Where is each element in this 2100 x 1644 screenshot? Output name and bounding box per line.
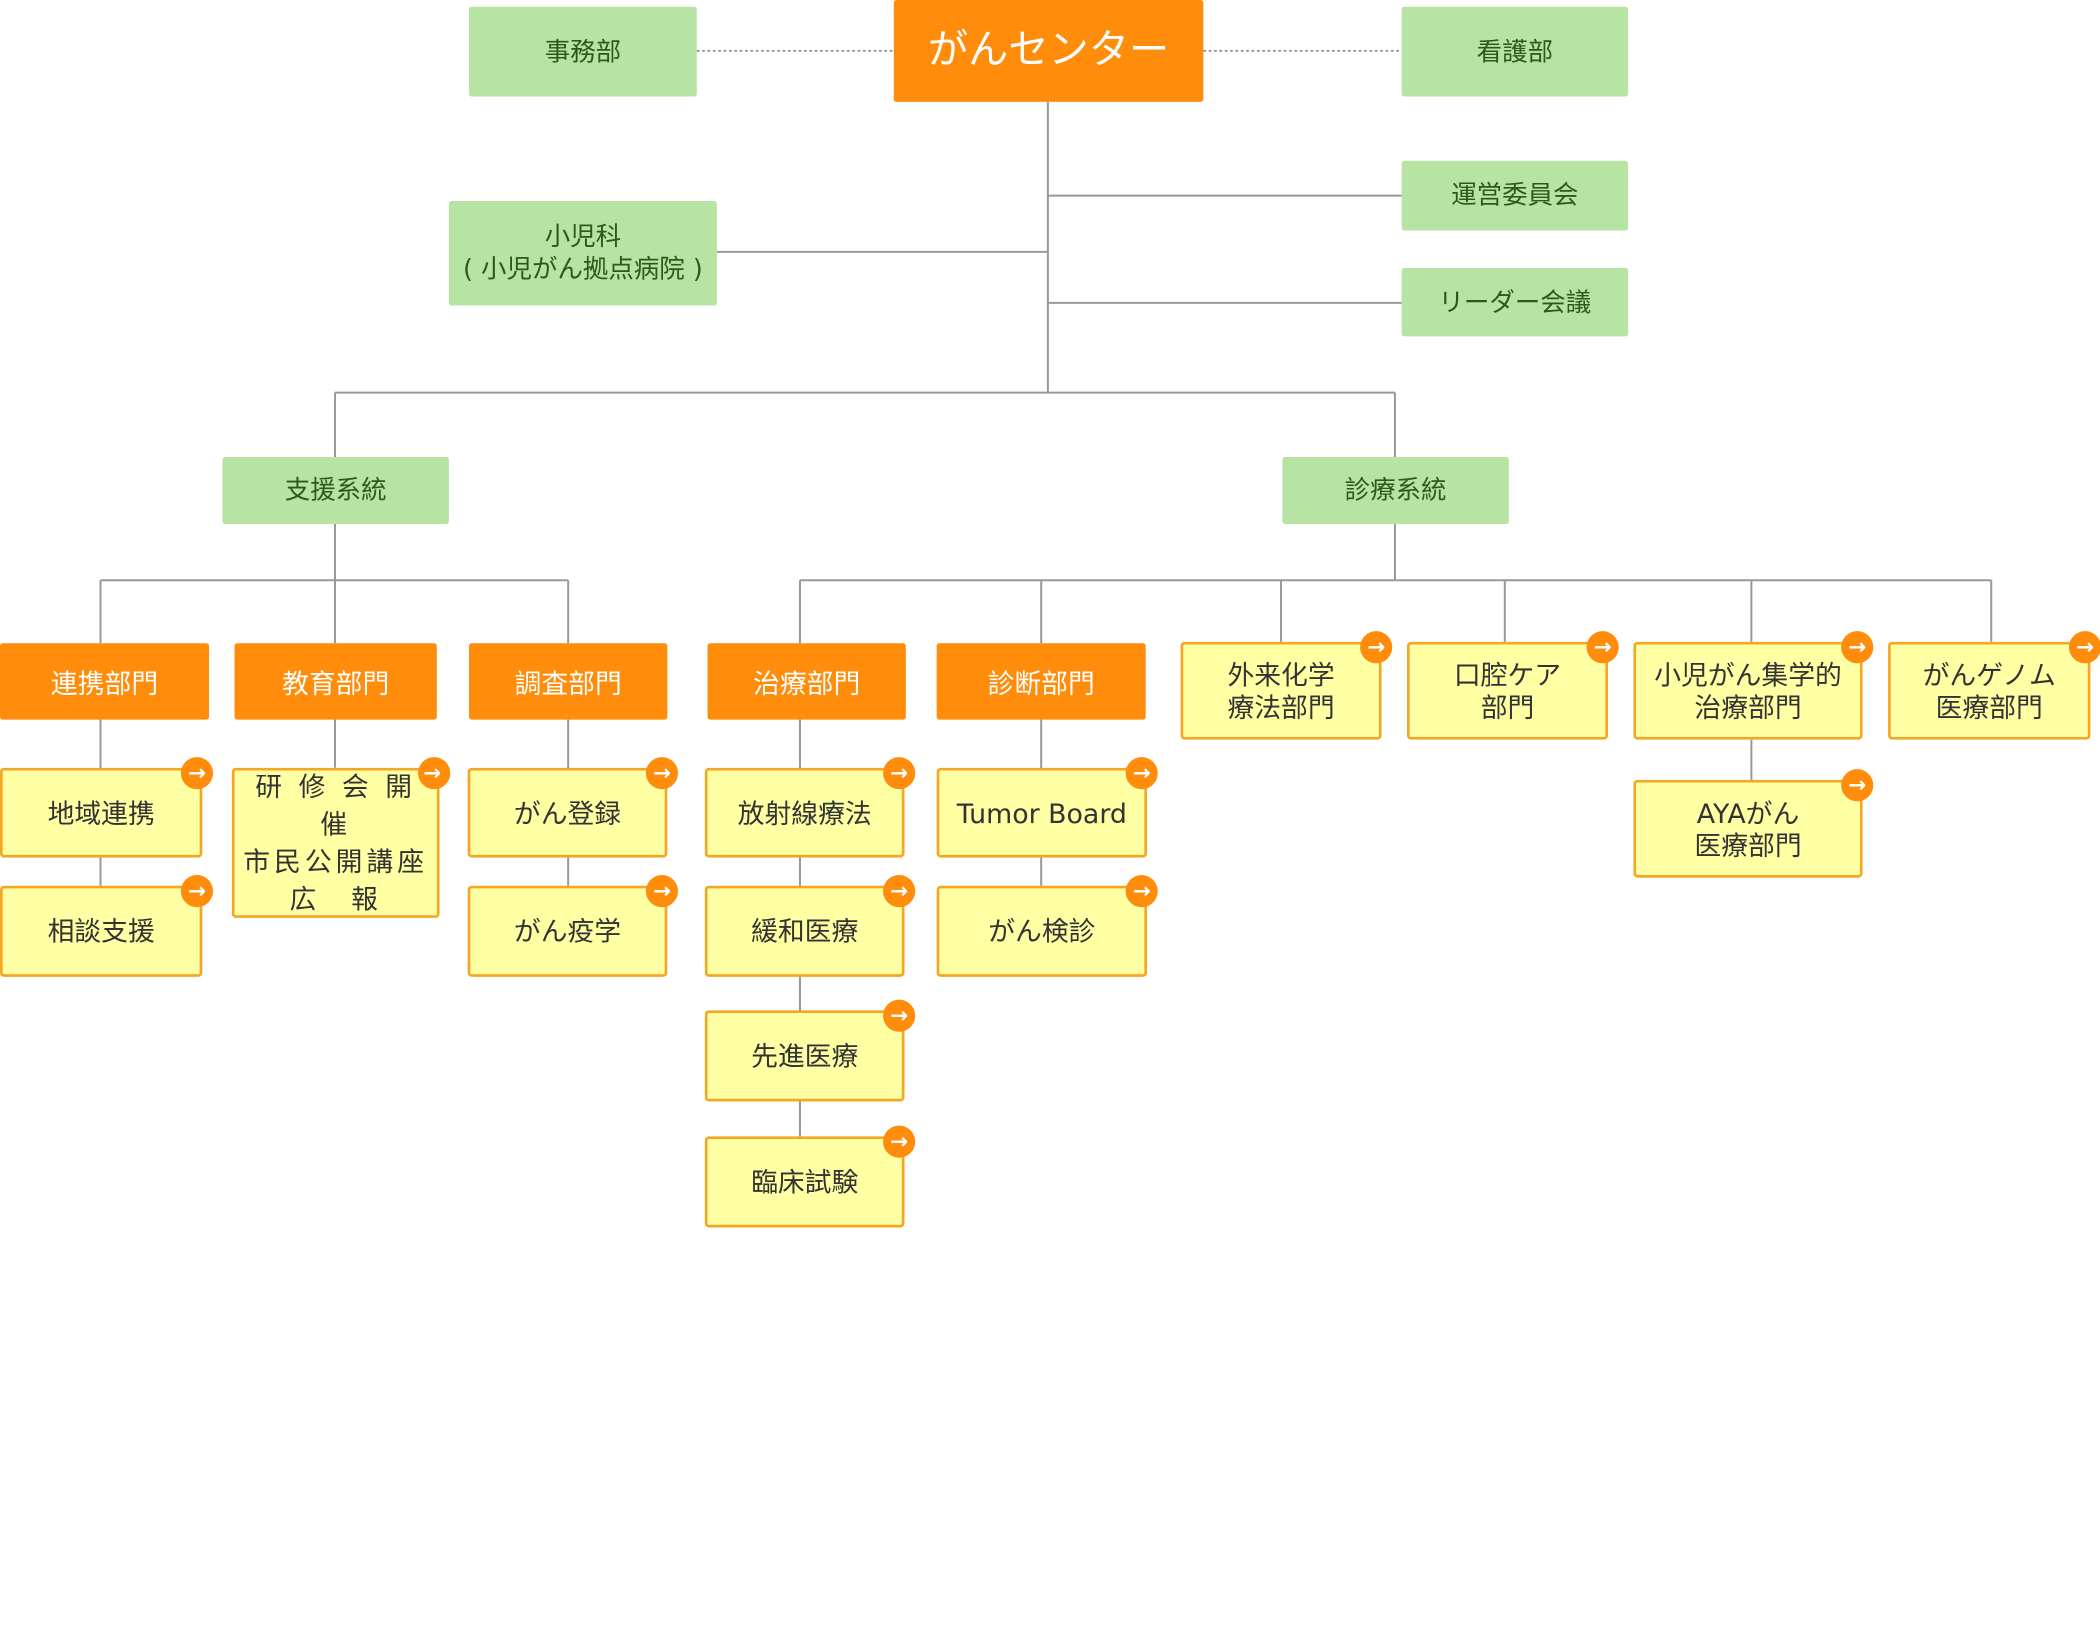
unit-outpatient-chemo[interactable]: 外来化学 療法部門 → [1180, 631, 1393, 740]
unit-gan-toroku[interactable]: がん登録 → [467, 757, 679, 858]
unit-gan-ekigaku[interactable]: がん疫学 → [467, 875, 679, 977]
unit-label: Tumor Board [956, 796, 1127, 829]
unit-cancer-screening[interactable]: がん検診 → [936, 875, 1158, 977]
unit-label: 口腔ケア 部門 [1453, 658, 1562, 723]
unit-label: 相談支援 [47, 915, 155, 948]
chiryo-department: 治療部門 [707, 643, 906, 720]
unit-label: 先進医療 [751, 1039, 859, 1072]
arrow-right-icon[interactable]: → [883, 1125, 916, 1158]
cancer-center: がんセンター [893, 0, 1204, 102]
unit-label: 緩和医療 [751, 915, 859, 948]
unit-label: 臨床試験 [751, 1165, 859, 1198]
connector-lines [99, 49, 1993, 1137]
chosa-department: 調査部門 [469, 643, 668, 720]
unit-radiotherapy[interactable]: 放射線療法 → [704, 757, 916, 858]
steering-committee: 運営委員会 [1401, 160, 1629, 231]
admin-department: 事務部 [469, 6, 697, 97]
unit-palliative-care[interactable]: 緩和医療 → [704, 875, 916, 977]
unit-label: がん検診 [988, 915, 1096, 948]
arrow-right-icon[interactable]: → [418, 757, 451, 790]
arrow-right-icon[interactable]: → [1586, 631, 1619, 664]
support-system: 支援系統 [222, 456, 449, 524]
unit-label: 外来化学 療法部門 [1227, 658, 1335, 723]
arrow-right-icon[interactable]: → [2068, 631, 2100, 664]
unit-chiiki-renkei[interactable]: 地域連携 → [0, 757, 214, 858]
unit-oral-care[interactable]: 口腔ケア 部門 → [1407, 631, 1619, 740]
renkei-department: 連携部門 [0, 643, 210, 720]
unit-pediatric-cancer[interactable]: 小児がん集学的 治療部門→ [1633, 631, 1874, 740]
arrow-right-icon[interactable]: → [883, 875, 916, 908]
kyoiku-department: 教育部門 [234, 643, 437, 720]
unit-label: 地域連携 [47, 796, 155, 829]
unit-sodan-shien[interactable]: 相談支援 → [0, 875, 214, 977]
unit-label: 放射線療法 [737, 796, 872, 829]
arrow-right-icon[interactable]: → [1125, 757, 1158, 790]
nursing-department: 看護部 [1401, 6, 1629, 97]
arrow-right-icon[interactable]: → [1841, 769, 1874, 802]
leader-meeting: リーダー会議 [1401, 268, 1629, 337]
arrow-right-icon[interactable]: → [180, 757, 214, 790]
unit-tumor-board[interactable]: Tumor Board → [936, 757, 1158, 858]
unit-label: 小児がん集学的 治療部門 [1654, 658, 1842, 723]
unit-advanced-medicine[interactable]: 先進医療 → [704, 999, 916, 1102]
arrow-right-icon[interactable]: → [883, 999, 916, 1032]
clinical-system: 診療系統 [1282, 456, 1509, 524]
unit-cancer-genome[interactable]: がんゲノム 医療部門 → [1888, 631, 2100, 740]
unit-label: AYAがん 医療部門 [1694, 796, 1802, 861]
arrow-right-icon[interactable]: → [1841, 631, 1874, 664]
arrow-right-icon[interactable]: → [645, 757, 679, 790]
pediatrics: 小児科 ( 小児がん拠点病院 ) [448, 201, 717, 306]
arrow-right-icon[interactable]: → [645, 875, 679, 908]
shindan-department: 診断部門 [936, 643, 1146, 720]
unit-kyoiku-programs[interactable]: 研 修 会 開 催 市民公開講座 広 報→ [231, 757, 451, 918]
unit-label: がん登録 [513, 796, 622, 829]
unit-label: がん疫学 [513, 915, 622, 948]
unit-clinical-trials[interactable]: 臨床試験 → [704, 1125, 916, 1228]
arrow-right-icon[interactable]: → [1360, 631, 1393, 664]
unit-aya-cancer[interactable]: AYAがん 医療部門 → [1633, 769, 1874, 878]
unit-label: 研 修 会 開 催 市民公開講座 広 報 [243, 770, 429, 916]
unit-label: がんゲノム 医療部門 [1922, 658, 2056, 723]
arrow-right-icon[interactable]: → [1125, 875, 1158, 908]
arrow-right-icon[interactable]: → [883, 757, 916, 790]
arrow-right-icon[interactable]: → [180, 875, 214, 908]
